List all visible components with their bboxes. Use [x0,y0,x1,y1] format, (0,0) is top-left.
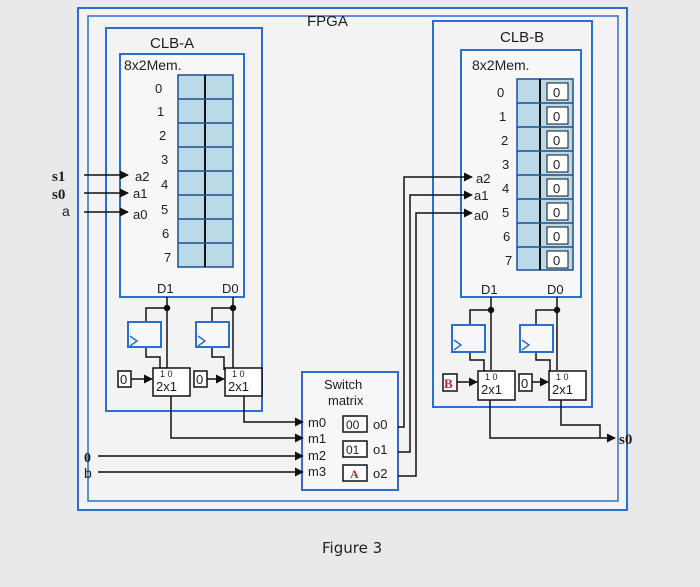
clb-a-mux-0-sel: 1 0 [232,369,245,379]
clb-a-addr-a1: a1 [133,186,147,201]
fpga-inner-frame [87,15,619,502]
clb-a-frame [105,27,263,412]
clb-b-row-1: 1 [499,109,506,124]
switch-input-m3: m3 [308,464,326,479]
input-zero-label: 0 [84,451,91,466]
clb-a-mux-1-sel: 1 0 [160,369,173,379]
clb-b-cell-d0-3: 0 [553,157,560,172]
clb-b-row-3: 3 [502,157,509,172]
output-s0-label: s0 [619,432,632,448]
clb-a-const-0-text: 0 [196,372,203,387]
switch-config-0-text: 00 [346,418,360,432]
clb-b-addr-a2: a2 [476,171,490,186]
clb-b-addr-a0: a0 [474,208,488,223]
input-s0-label: s0 [52,187,65,203]
switch-config-2-text: A [350,467,359,481]
switch-config-0 [342,415,368,433]
switch-output-o1: o1 [373,442,387,457]
clb-b-row-5: 5 [502,205,509,220]
clb-a-row-labels: 0 1 2 3 4 5 6 7 [155,81,171,265]
clb-a-row-3: 3 [161,152,168,167]
clb-b-mux-1-sel: 1 0 [485,372,498,382]
clb-b-const-0-text: 0 [521,376,528,391]
input-a-label: a [62,203,70,219]
clb-b-addr-a1: a1 [474,188,488,203]
clb-b-d1-label: D1 [481,282,498,297]
switch-config-2 [342,464,368,482]
clb-a-row-5: 5 [161,202,168,217]
clb-a-title: CLB-A [150,35,194,52]
input-b-label: b [84,465,92,481]
clb-a-row-0: 0 [155,81,162,96]
clb-b-row-labels: 0 1 2 3 4 5 6 7 [497,85,512,268]
clb-b-row-7: 7 [505,253,512,268]
switch-output-o2: o2 [373,466,387,481]
clb-a-mux-0 [224,367,263,397]
clb-a-row-4: 4 [161,177,168,192]
switch-config-1 [342,440,368,458]
clb-a-row-6: 6 [162,226,169,241]
clb-b-const-1-text: B [444,376,453,391]
clb-b-frame [432,20,593,408]
switch-input-m2: m2 [308,448,326,463]
clb-b-mux-0 [548,370,587,401]
switch-input-m0: m0 [308,415,326,430]
clb-a-mux-1-label: 2x1 [156,379,177,394]
clb-b-mux-1 [477,370,516,401]
figure-caption: Figure 3 [322,539,382,557]
clb-a-addr-a0: a0 [133,207,147,222]
fpga-title: FPGA [307,13,348,30]
switch-title-1: Switch [324,377,362,392]
switch-title-2: matrix [328,393,364,408]
clb-b-cell-d0-7: 0 [553,253,560,268]
clb-b-cell-d0-2: 0 [553,133,560,148]
clb-b-cell-d0-4: 0 [553,181,560,196]
input-s1-label: s1 [52,169,65,185]
clb-a-outputs [145,297,237,370]
clb-a-mux-1 [152,367,191,397]
clb-b-row-2: 2 [501,133,508,148]
clb-b-cell-d0-6: 0 [553,229,560,244]
switch-output-o0: o0 [373,417,387,432]
clb-b-title: CLB-B [500,29,544,46]
clb-a-cells [177,74,234,268]
clb-b-mem-title: 8x2Mem. [472,57,530,73]
clb-b-d0-values: 0 0 0 0 0 0 0 0 [546,82,569,269]
clb-b-row-4: 4 [502,181,509,196]
clb-a-d1-label: D1 [157,281,174,296]
clb-a-row-2: 2 [159,128,166,143]
clb-b-mux-1-label: 2x1 [481,382,502,397]
clb-a-mem-title: 8x2Mem. [124,57,182,73]
clb-a-const-1-text: 0 [120,372,127,387]
switch-input-m1: m1 [308,431,326,446]
switch-config-1-text: 01 [346,443,360,457]
clb-a-mux-0-label: 2x1 [228,379,249,394]
clb-a-addr-a2: a2 [135,169,149,184]
clb-a-row-7: 7 [164,250,171,265]
clb-b-d0-label: D0 [547,282,564,297]
clb-b-mux-0-label: 2x1 [552,382,573,397]
clb-a-d0-label: D0 [222,281,239,296]
clb-b-mux-0-sel: 1 0 [556,372,569,382]
clb-b-cell-d0-5: 0 [553,205,560,220]
clb-a-row-1: 1 [157,104,164,119]
wires [84,170,616,477]
clb-b-cell-d0-1: 0 [553,109,560,124]
clb-b-row-0: 0 [497,85,504,100]
clb-b-outputs [469,297,561,372]
clb-b-cell-d0-0: 0 [553,85,560,100]
clb-b-row-6: 6 [503,229,510,244]
